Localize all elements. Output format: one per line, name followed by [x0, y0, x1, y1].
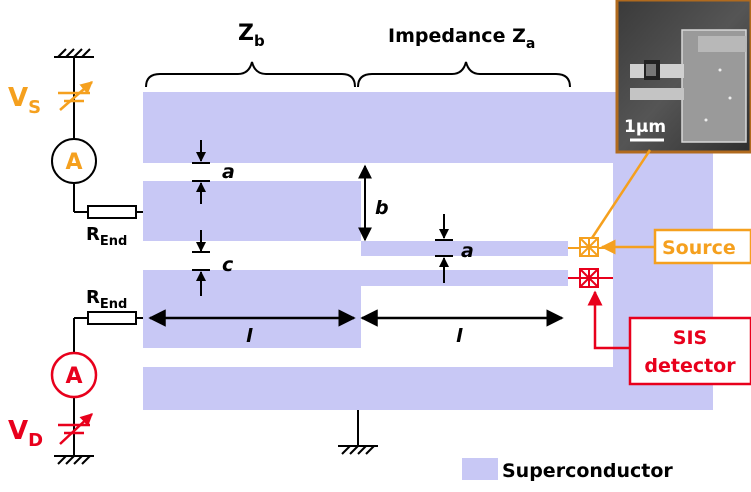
ammeter-top-icon: A	[51, 138, 97, 184]
dimension-a-top	[192, 140, 210, 204]
ammeter-bottom-icon: A	[50, 351, 98, 399]
label-vs: VS	[8, 83, 41, 118]
legend-swatch	[462, 458, 498, 480]
variable-source-vs-icon	[58, 81, 93, 111]
sem-inset-image: 1µm	[615, 0, 751, 154]
zb-top-strip	[143, 181, 361, 241]
label-c: c	[222, 254, 234, 276]
legend-label: Superconductor	[502, 460, 673, 482]
dimension-c	[192, 230, 210, 296]
label-l-left: l	[246, 325, 253, 347]
label-vd: VD	[8, 416, 43, 451]
label-a-top: a	[222, 161, 235, 183]
sis-junction-icon	[568, 268, 613, 288]
dimension-a-mid	[435, 214, 453, 283]
inset-pointer-line	[590, 149, 652, 239]
za-top-strip	[361, 241, 568, 256]
sis-detector-label-box: SIS detector	[628, 316, 751, 386]
za-title: Impedance Za	[388, 25, 535, 52]
zb-bottom-strip	[143, 270, 361, 348]
svg-text:A: A	[65, 364, 82, 389]
top-circuit-wires	[73, 58, 143, 213]
source-label-box: Source	[653, 228, 751, 265]
label-b: b	[375, 197, 389, 219]
bottom-circuit-wires	[73, 317, 143, 456]
label-l-right: l	[456, 325, 463, 347]
label-a-mid: a	[461, 240, 474, 262]
label-rend-bottom: REnd	[86, 287, 127, 312]
legend: Superconductor	[462, 458, 673, 482]
top-ground-icon	[54, 48, 94, 58]
resistor-rend-bottom-icon	[87, 311, 137, 325]
za-bottom-strip	[361, 270, 568, 286]
svg-text:Source: Source	[662, 237, 736, 259]
center-ground-icon	[338, 410, 378, 455]
variable-source-vd-icon	[58, 413, 93, 445]
bottom-ground-plane	[143, 367, 713, 410]
svg-text:1µm: 1µm	[624, 117, 666, 137]
svg-text:detector: detector	[644, 355, 736, 377]
sis-arrow	[587, 290, 630, 350]
za-brace	[357, 61, 571, 88]
top-ground-plane	[143, 92, 613, 163]
label-rend-top: REnd	[86, 224, 127, 249]
svg-text:SIS: SIS	[673, 327, 707, 349]
zb-brace	[145, 61, 356, 88]
bottom-left-ground-icon	[54, 455, 94, 465]
resistor-rend-top-icon	[87, 205, 137, 219]
zb-title: Zb	[238, 21, 265, 50]
svg-text:A: A	[65, 150, 82, 175]
